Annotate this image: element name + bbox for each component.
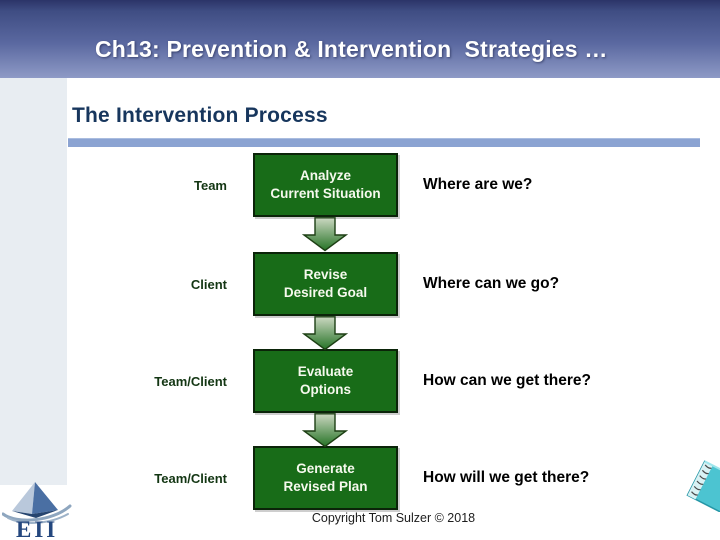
notebook-binding: [687, 461, 713, 500]
step-line2: Options: [300, 382, 351, 397]
step-line1: Analyze: [299, 167, 352, 183]
logo-swoosh: [2, 504, 72, 522]
question-label: How will we get there?: [423, 469, 590, 486]
question-label: How can we get there?: [423, 372, 591, 389]
step-line1: Generate: [296, 460, 355, 476]
left-panel: [0, 78, 67, 485]
question-label: Where can we go?: [423, 275, 560, 292]
logo-swoosh-2: [7, 513, 69, 524]
section-heading: The Intervention Process: [72, 104, 328, 127]
step-line2: Desired Goal: [283, 285, 368, 300]
process-row: Client Revise Desired Goal Where can we …: [0, 252, 720, 316]
step-line2: Current Situation: [270, 186, 381, 201]
process-row: Team Analyze Current Situation Where are…: [0, 153, 720, 217]
step-line1: Revise: [303, 266, 348, 282]
step-box: Evaluate Options: [253, 349, 398, 413]
question-label: Where are we?: [423, 176, 533, 193]
pyramid-right-face: [32, 482, 58, 514]
step-line2: Revised Plan: [283, 479, 368, 494]
heading-underline: [68, 138, 700, 147]
step-box: Generate Revised Plan: [253, 446, 398, 510]
step-box: Revise Desired Goal: [253, 252, 398, 316]
pyramid-left-face: [12, 482, 35, 514]
pyramid-base: [12, 510, 58, 518]
step-box: Analyze Current Situation: [253, 153, 398, 217]
copyright-text: Copyright Tom Sulzer © 2018: [311, 511, 476, 525]
down-block-arrow-icon: [302, 316, 348, 351]
notebook-edge-highlight: [704, 460, 720, 485]
eii-pyramid-logo-icon: EII: [2, 482, 72, 540]
actor-label: Team/Client: [154, 470, 227, 486]
down-block-arrow-icon: [302, 413, 348, 448]
step-line1: Evaluate: [297, 363, 354, 379]
actor-label: Team: [194, 177, 227, 193]
process-row: Team/Client Generate Revised Plan How wi…: [0, 446, 720, 510]
notebook-spiral: [691, 464, 712, 496]
process-row: Team/Client Evaluate Options How can we …: [0, 349, 720, 413]
slide-title: Ch13: Prevention & Intervention Strategi…: [95, 36, 608, 62]
slide-header: Ch13: Prevention & Intervention Strategi…: [0, 0, 720, 78]
actor-label: Team/Client: [154, 373, 227, 389]
down-block-arrow-icon: [302, 217, 348, 252]
spiral-notebook-image: [686, 460, 720, 512]
logo-text: EII: [16, 517, 58, 540]
actor-label: Client: [190, 276, 227, 292]
